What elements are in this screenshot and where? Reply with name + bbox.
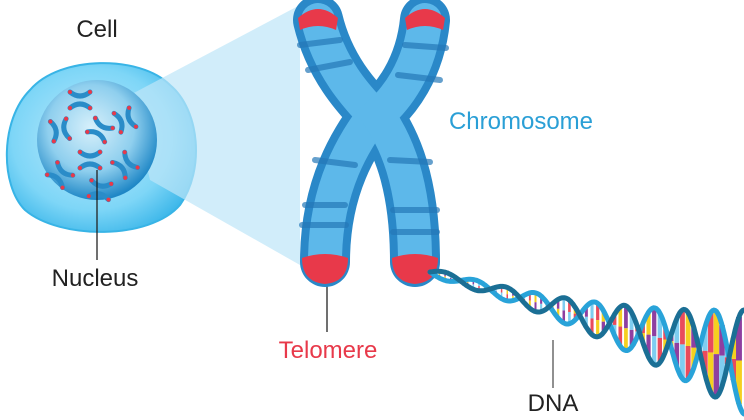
dna-backbone-strand (427, 268, 744, 400)
telomere-top-right (405, 9, 445, 30)
chromosome (293, 0, 450, 287)
mini-chromosome (67, 89, 93, 111)
mini-chromosome (109, 149, 141, 181)
mini-chromosome (84, 115, 116, 145)
dna-helix (427, 268, 744, 417)
chromosome-label: Chromosome (448, 108, 594, 135)
mini-chromosome (86, 177, 114, 203)
telomere-top-left (298, 9, 338, 30)
mini-chromosome (77, 149, 103, 171)
magnification-wedge (130, 5, 300, 265)
mini-chromosome (47, 116, 73, 144)
cell-label: Cell (76, 16, 118, 43)
mini-chromosome (44, 159, 76, 191)
telomere-bottom-left (302, 254, 348, 284)
nucleus-label: Nucleus (51, 265, 139, 292)
dna-backbone-strand (427, 269, 744, 417)
mini-chromosome (111, 105, 139, 135)
telomeres (298, 9, 445, 284)
dna-label: DNA (527, 390, 579, 417)
mini-chromosomes (44, 89, 141, 203)
telomere-bottom-right (392, 254, 438, 284)
telomere-label: Telomere (278, 337, 378, 364)
